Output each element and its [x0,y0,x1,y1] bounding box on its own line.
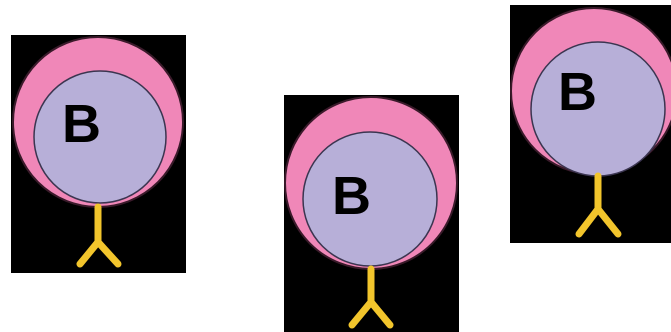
nucleus [531,42,665,176]
b-cell-label: B [62,97,101,151]
b-cell-1: B [11,35,186,273]
b-cell-label: B [558,65,597,119]
b-cell-1-drawing [11,35,186,273]
antibody-receptor [579,176,618,234]
b-cell-3: B [510,5,671,243]
antibody-receptor [80,207,118,264]
b-cell-2: B [284,95,459,332]
b-cell-2-drawing [284,95,459,332]
antibody-receptor [352,269,390,325]
b-cell-3-drawing [510,5,671,243]
b-cell-label: B [332,169,371,223]
